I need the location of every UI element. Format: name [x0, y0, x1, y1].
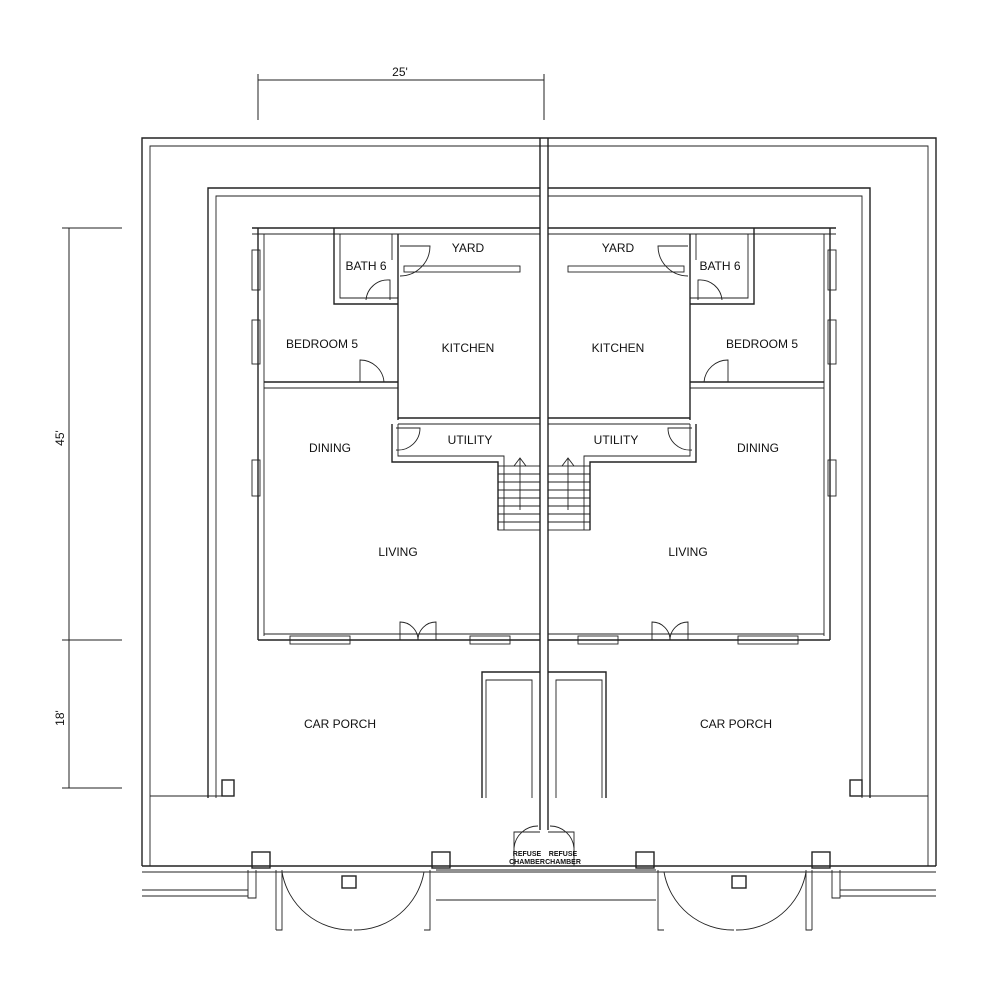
left-kitchen-label: KITCHEN [442, 341, 495, 355]
dimension-depth-house-label: 45' [53, 430, 67, 446]
left-gate [275, 870, 431, 931]
left-utility-label: UTILITY [448, 433, 493, 447]
dimension-depth-porch-label: 18' [53, 710, 67, 726]
left-unit: REFUSE CHAMBER YARD BATH 6 BEDROOM 5 KIT… [251, 227, 545, 931]
left-refuse-chamber: REFUSE CHAMBER [509, 825, 545, 866]
left-staircase [497, 457, 541, 531]
left-dining-label: DINING [309, 441, 351, 455]
left-chamber-label: CHAMBER [509, 859, 545, 866]
right-utility-label: UTILITY [594, 433, 639, 447]
party-wall [539, 138, 549, 830]
left-refuse-label: REFUSE [513, 851, 542, 858]
left-car-bay [481, 671, 540, 798]
right-refuse-label: REFUSE [549, 851, 578, 858]
right-bath-label: BATH 6 [699, 259, 740, 273]
right-refuse-chamber [548, 825, 575, 866]
right-car-porch-label: CAR PORCH [700, 717, 772, 731]
dimension-depth: 45' 18' [53, 227, 122, 789]
left-yard-label: YARD [452, 241, 485, 255]
boundary-wall [141, 137, 937, 866]
right-kitchen-label: KITCHEN [592, 341, 645, 355]
right-chamber-label: CHAMBER [545, 859, 581, 866]
right-living-label: LIVING [668, 545, 707, 559]
left-doors [359, 245, 437, 641]
right-dining-label: DINING [737, 441, 779, 455]
dimension-width-label: 25' [392, 65, 408, 79]
right-car-bay [548, 671, 607, 798]
left-car-porch-label: CAR PORCH [304, 717, 376, 731]
right-gate [657, 870, 813, 931]
left-bedroom-label: BEDROOM 5 [286, 337, 358, 351]
left-living-label: LIVING [378, 545, 417, 559]
right-yard-label: YARD [602, 241, 635, 255]
right-staircase [547, 457, 591, 531]
right-unit: REFUSE CHAMBER YARD BATH 6 BEDROOM 5 KIT… [545, 227, 837, 931]
left-bath-label: BATH 6 [345, 259, 386, 273]
front-fence [142, 851, 936, 901]
dimension-width: 25' [257, 65, 545, 120]
right-bedroom-label: BEDROOM 5 [726, 337, 798, 351]
right-doors [651, 245, 729, 641]
